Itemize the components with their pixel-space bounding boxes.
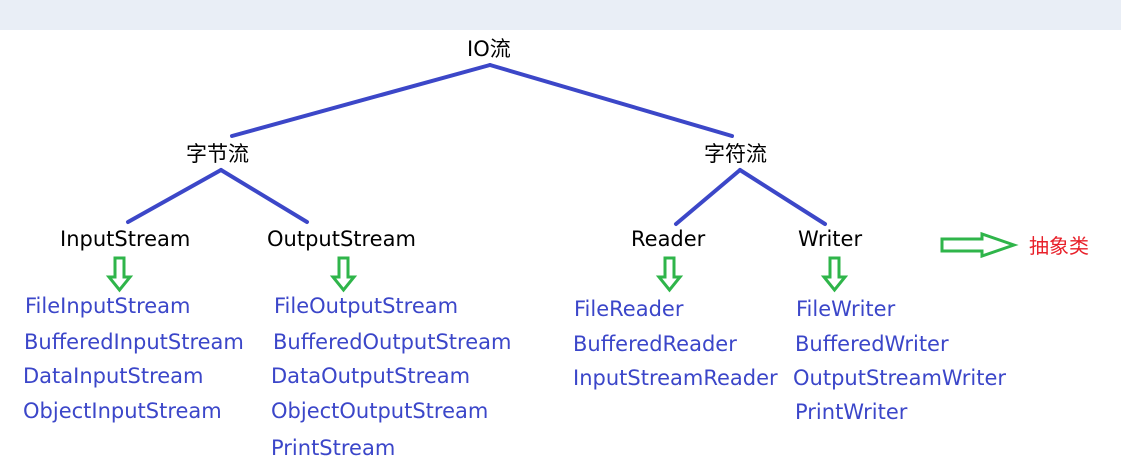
down-arrow-icon	[105, 256, 134, 293]
class-item: DataOutputStream	[271, 364, 471, 388]
abstract-class-legend: 抽象类	[1029, 234, 1089, 258]
class-item: FileInputStream	[25, 294, 191, 318]
down-arrow-icon	[655, 256, 684, 293]
class-item: PrintWriter	[795, 400, 908, 424]
input-stream-node: InputStream	[60, 227, 191, 251]
reader-node: Reader	[631, 227, 706, 251]
class-item: FileReader	[574, 297, 684, 321]
top-bar	[0, 0, 1121, 30]
class-item: InputStreamReader	[573, 366, 778, 390]
connector-root-byte	[230, 63, 492, 138]
down-arrow-icon	[820, 256, 849, 293]
class-item: ObjectOutputStream	[271, 399, 489, 423]
down-arrow-icon	[329, 256, 358, 293]
class-item: BufferedInputStream	[24, 330, 244, 354]
class-item: FileOutputStream	[274, 294, 459, 318]
connector-byte-output	[219, 168, 309, 224]
class-item: ObjectInputStream	[23, 399, 222, 423]
connector-char-reader	[674, 168, 742, 226]
class-item: OutputStreamWriter	[793, 366, 1007, 390]
output-stream-node: OutputStream	[267, 227, 416, 251]
class-item: BufferedReader	[573, 332, 737, 356]
class-item: PrintStream	[271, 436, 396, 460]
byte-stream-node: 字节流	[186, 142, 249, 166]
connector-root-char	[488, 63, 734, 138]
connector-byte-input	[126, 168, 223, 224]
class-item: BufferedOutputStream	[273, 330, 512, 354]
right-arrow-icon	[940, 231, 1019, 259]
writer-node: Writer	[798, 227, 863, 251]
root-node: IO流	[467, 37, 511, 61]
connector-char-writer	[738, 168, 827, 226]
class-item: BufferedWriter	[795, 332, 949, 356]
class-item: FileWriter	[796, 297, 896, 321]
char-stream-node: 字符流	[704, 142, 767, 166]
class-item: DataInputStream	[23, 364, 204, 388]
